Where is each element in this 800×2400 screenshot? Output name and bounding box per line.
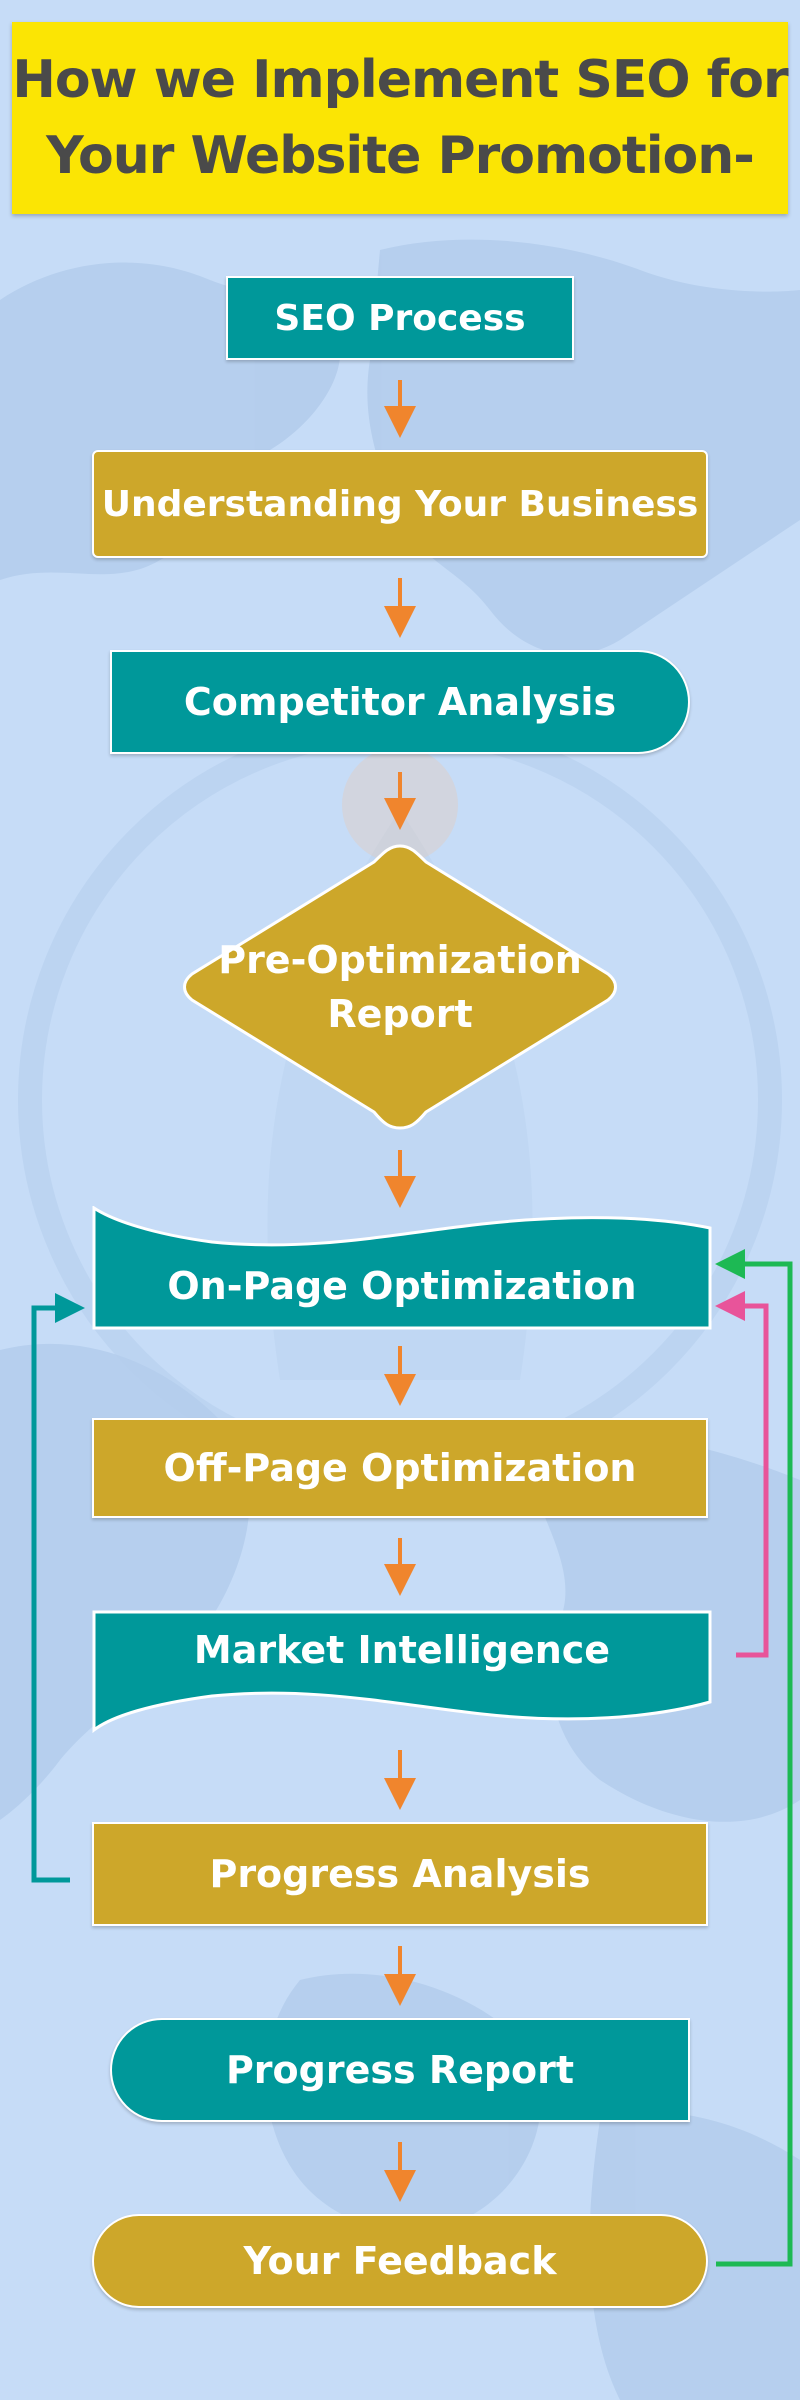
step-on-page-optimization-label: On-Page Optimization (167, 1264, 637, 1308)
step-on-page-optimization: On-Page Optimization (92, 1246, 712, 1326)
step-progress-analysis-label: Progress Analysis (209, 1852, 591, 1896)
step-pre-optimization-diamond (183, 844, 617, 1130)
step-seo-process-label: SEO Process (274, 297, 526, 339)
title-line-1: How we Implement SEO for (12, 50, 788, 110)
step-pre-optimization-label: Pre-Optimization Report (170, 842, 630, 1132)
step-pre-optimization-line-2: Report (327, 992, 473, 1036)
step-your-feedback: Your Feedback (92, 2214, 708, 2308)
step-your-feedback-label: Your Feedback (243, 2239, 557, 2283)
step-on-page-shape (92, 1206, 712, 1330)
step-off-page-optimization-label: Off-Page Optimization (163, 1446, 637, 1490)
step-off-page-optimization: Off-Page Optimization (92, 1418, 708, 1518)
step-understanding-business-label: Understanding Your Business (101, 483, 699, 525)
step-seo-process: SEO Process (226, 276, 574, 360)
title-line-2: Your Website Promotion- (46, 126, 755, 186)
step-competitor-analysis-label: Competitor Analysis (183, 680, 617, 724)
step-market-intelligence-label: Market Intelligence (193, 1628, 611, 1672)
step-market-intelligence-shape (92, 1610, 712, 1734)
step-market-intelligence: Market Intelligence (92, 1610, 712, 1690)
step-understanding-business: Understanding Your Business (92, 450, 708, 558)
step-pre-optimization-line-1: Pre-Optimization (218, 938, 582, 982)
step-progress-analysis: Progress Analysis (92, 1822, 708, 1926)
title-banner: How we Implement SEO for Your Website Pr… (12, 22, 789, 214)
step-competitor-analysis: Competitor Analysis (110, 650, 690, 754)
step-progress-report: Progress Report (110, 2018, 690, 2122)
step-progress-report-label: Progress Report (225, 2048, 575, 2092)
